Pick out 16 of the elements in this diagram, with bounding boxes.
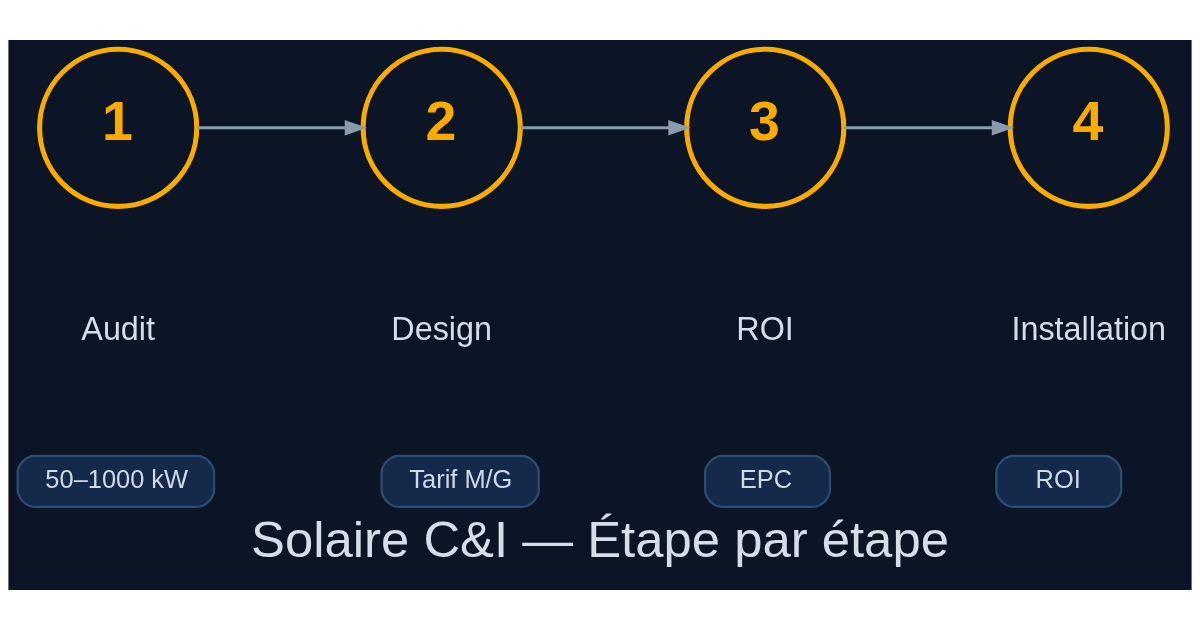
arrow [520,120,691,136]
node-box: 50–1000 kW [16,454,216,508]
arrow [844,120,1014,136]
node-box: Tarif M/G [380,454,540,508]
node-circle: 3 [684,46,847,209]
node-circle: 1 [37,46,200,209]
node-label: Design [391,310,493,347]
node-label: Installation [1011,310,1167,347]
node-label: ROI [736,310,794,347]
node-box: ROI [995,454,1123,508]
node-circle: 4 [1007,46,1170,209]
node-box: EPC [704,454,832,508]
node-circle: 2 [360,46,523,209]
arrow [197,120,367,136]
diagram-title: Solaire C&I — Étape par étape [251,510,949,568]
node-label: Audit [81,310,156,347]
